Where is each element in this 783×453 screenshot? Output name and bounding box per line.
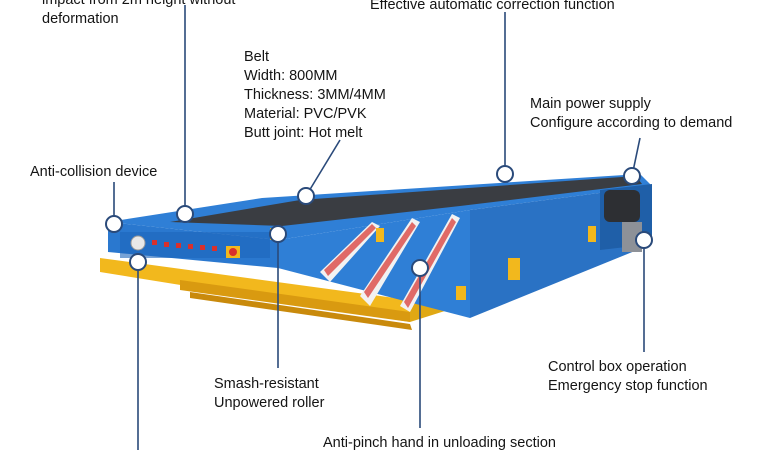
power-line-2: Configure according to demand: [530, 115, 733, 131]
belt-surface: [170, 176, 642, 226]
impact-callout: impact from 2m height without deformatio…: [42, 0, 235, 29]
correction-callout: Effective automatic correction function: [370, 0, 615, 15]
belt-thickness: Thickness: 3MM/4MM: [244, 87, 386, 103]
correction-line-1: Effective automatic correction function: [370, 0, 615, 13]
belt-joint: Butt joint: Hot melt: [244, 125, 363, 141]
belt-callout: Belt Width: 800MM Thickness: 3MM/4MM Mat…: [244, 48, 386, 143]
impact-line-1: impact from 2m height without: [42, 0, 236, 8]
roller-callout: Smash-resistant Unpowered roller: [214, 375, 324, 413]
control-line-2: Emergency stop function: [548, 378, 708, 394]
anti-pinch-guards: [320, 214, 460, 312]
motor: [604, 190, 640, 222]
roller-line-2: Unpowered roller: [214, 395, 325, 411]
front-panel-buttons: [130, 235, 240, 258]
callout-dots: [105, 165, 653, 277]
collision-line-1: Anti-collision device: [30, 164, 158, 180]
antipinch-line-1: Anti-pinch hand in unloading section: [323, 435, 556, 451]
power-line-1: Main power supply: [530, 96, 651, 112]
control-callout: Control box operation Emergency stop fun…: [548, 358, 708, 396]
collision-callout: Anti-collision device: [30, 163, 157, 182]
control-line-1: Control box operation: [548, 359, 687, 375]
antipinch-callout: Anti-pinch hand in unloading section: [323, 434, 556, 453]
impact-line-2: deformation: [42, 11, 119, 27]
roller-line-1: Smash-resistant: [214, 376, 319, 392]
power-callout: Main power supply Configure according to…: [530, 95, 732, 133]
belt-title: Belt: [244, 49, 269, 65]
callout-lines: [113, 5, 645, 450]
belt-material: Material: PVC/PVK: [244, 106, 367, 122]
belt-width: Width: 800MM: [244, 68, 338, 84]
